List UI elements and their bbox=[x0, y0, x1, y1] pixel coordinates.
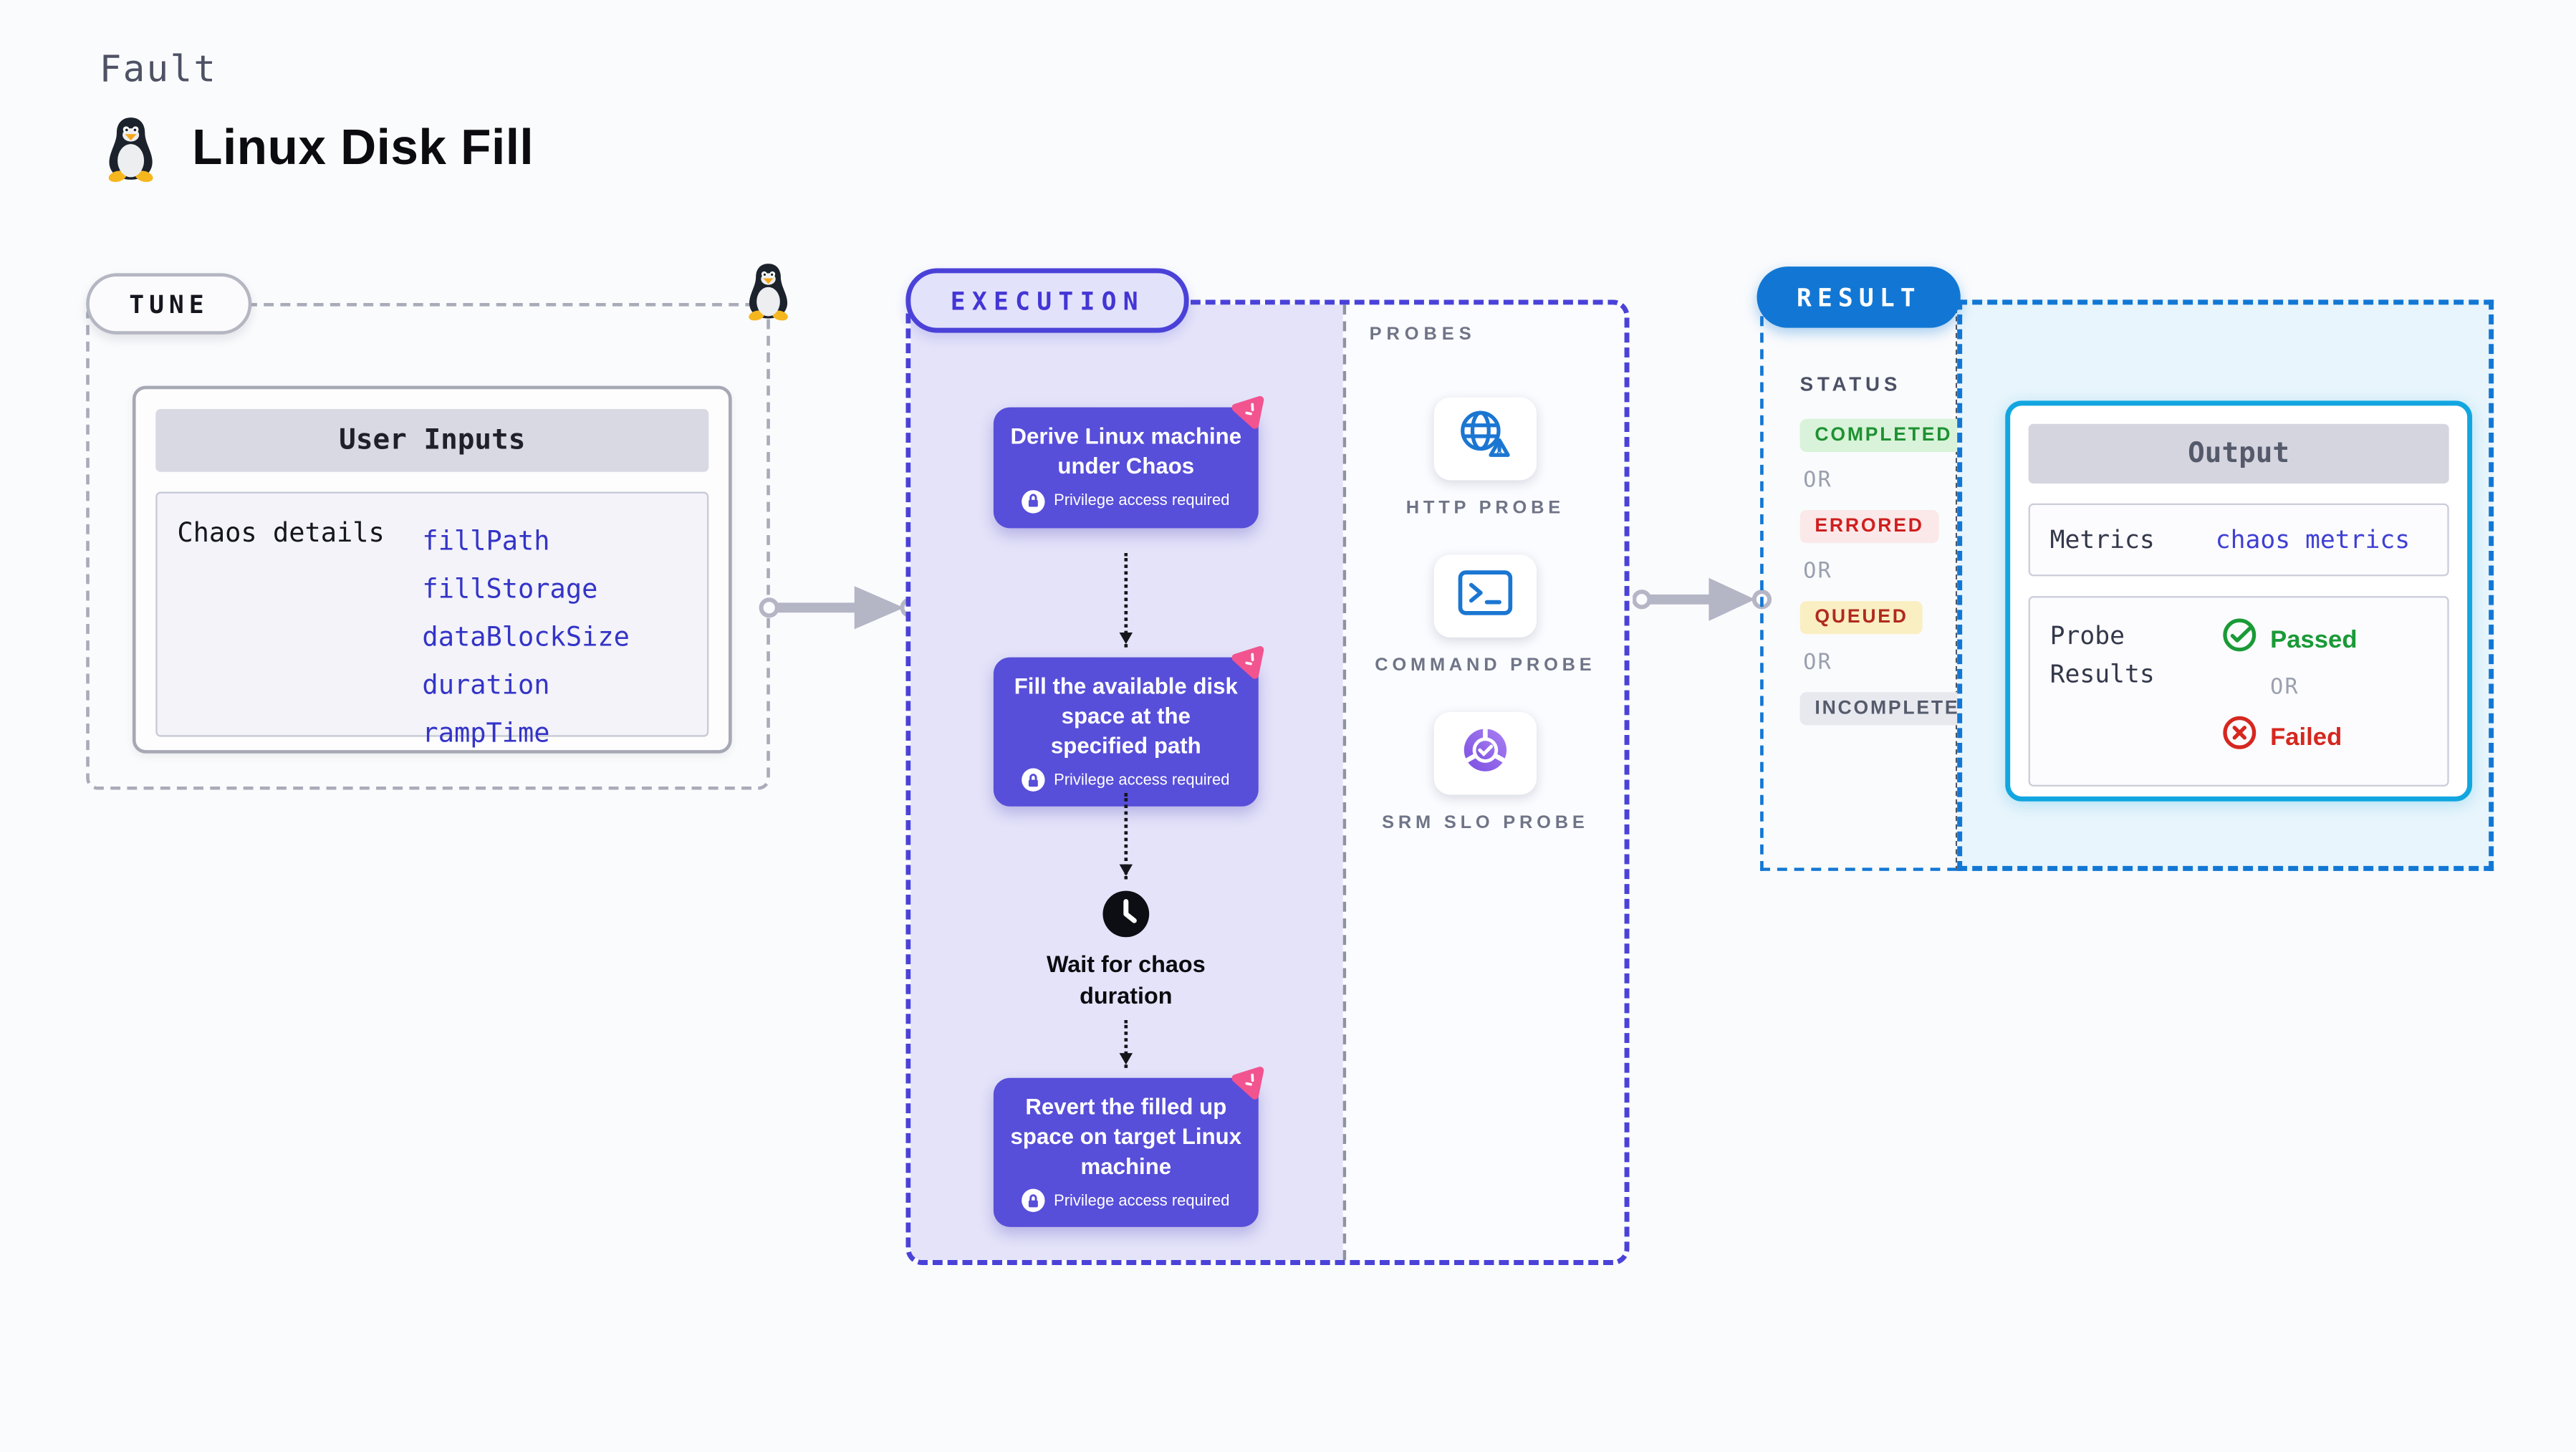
probe-card bbox=[1433, 397, 1537, 481]
step-title: Fill the available disk space at the spe… bbox=[1014, 673, 1238, 758]
user-inputs-card: User Inputs Chaos details fillPath fillS… bbox=[132, 385, 732, 754]
probe-label: SRM SLO PROBE bbox=[1382, 813, 1589, 833]
status-badge-errored: ERRORED bbox=[1799, 509, 1939, 544]
or-label: OR bbox=[1803, 468, 1833, 494]
tune-section: TUNE User Inputs Chaos details fillPath … bbox=[86, 264, 788, 790]
probe-label: HTTP PROBE bbox=[1405, 498, 1565, 519]
step-derive-machine: Derive Linux machine under Chaos Privile… bbox=[993, 395, 1264, 528]
status-box: STATUS COMPLETED OR ERRORED OR QUEUED OR… bbox=[1760, 299, 1991, 871]
status-label: STATUS bbox=[1799, 372, 1902, 396]
metrics-label: Metrics bbox=[2049, 524, 2155, 555]
probe-card bbox=[1433, 712, 1537, 795]
probe-label: COMMAND PROBE bbox=[1375, 655, 1596, 676]
status-badge-completed: COMPLETED bbox=[1799, 418, 1968, 453]
privilege-note: Privilege access required bbox=[1010, 769, 1242, 792]
chaos-scribble-icon bbox=[1231, 639, 1272, 679]
param-duration: duration bbox=[422, 668, 550, 701]
param-list: fillPath fillStorage dataBlockSize durat… bbox=[422, 516, 630, 749]
page-header: Linux Disk Fill bbox=[102, 116, 534, 183]
step-title: Revert the filled up space on target Lin… bbox=[1010, 1094, 1242, 1178]
check-circle-icon bbox=[2222, 617, 2257, 660]
probe-results-values: Passed OR Failed bbox=[2222, 617, 2358, 759]
probes-panel-label: PROBES bbox=[1369, 324, 1476, 345]
probes-panel: PROBES HTT bbox=[1342, 304, 1625, 1261]
execution-section: EXECUTION Derive Linux machine under Cha… bbox=[905, 268, 1630, 1265]
execution-to-result-arrow bbox=[1633, 577, 1772, 621]
output-area: Output Metrics chaos metrics Probe Resul… bbox=[1957, 299, 2494, 871]
probe-results-row: Probe Results Passed OR bbox=[2028, 596, 2449, 787]
chaos-scribble-icon bbox=[1231, 1059, 1272, 1100]
x-circle-icon bbox=[2222, 716, 2257, 759]
user-inputs-header: User Inputs bbox=[155, 408, 709, 472]
step-revert-space: Revert the filled up space on target Lin… bbox=[993, 1067, 1264, 1228]
tune-to-execution-arrow bbox=[759, 586, 920, 630]
or-label: OR bbox=[1803, 559, 1833, 585]
output-header: Output bbox=[2028, 423, 2449, 484]
probe-results-label: Probe Results bbox=[2049, 620, 2155, 688]
result-section: RESULT STATUS COMPLETED OR ERRORED OR QU… bbox=[1756, 266, 2494, 871]
param-datablocksize: dataBlockSize bbox=[422, 620, 630, 653]
execution-badge: EXECUTION bbox=[905, 268, 1190, 333]
lock-icon bbox=[1022, 1189, 1046, 1213]
wait-duration-label: Wait for chaos duration bbox=[1046, 950, 1206, 1009]
param-fillstorage: fillStorage bbox=[422, 572, 598, 605]
status-badge-queued: QUEUED bbox=[1799, 601, 1923, 635]
privilege-note-text: Privilege access required bbox=[1054, 771, 1230, 790]
or-label: OR bbox=[1803, 650, 1833, 676]
terminal-icon bbox=[1453, 564, 1517, 628]
probe-list: HTTP PROBE COMMAND PROBE bbox=[1346, 304, 1624, 838]
user-inputs-body: Chaos details fillPath fillStorage dataB… bbox=[155, 491, 709, 749]
param-fillpath: fillPath bbox=[422, 524, 550, 557]
privilege-note-text: Privilege access required bbox=[1054, 1192, 1230, 1211]
metrics-value-link[interactable]: chaos metrics bbox=[2215, 524, 2411, 555]
globe-warning-icon bbox=[1453, 406, 1517, 471]
passed-item: Passed bbox=[2222, 617, 2358, 660]
privilege-note: Privilege access required bbox=[1010, 489, 1242, 513]
page-title: Linux Disk Fill bbox=[192, 120, 534, 176]
failed-label: Failed bbox=[2270, 722, 2342, 751]
step-title: Derive Linux machine under Chaos bbox=[1010, 423, 1242, 479]
probe-srm-slo: SRM SLO PROBE bbox=[1346, 712, 1624, 838]
chaos-scribble-icon bbox=[1231, 389, 1272, 429]
probe-http: HTTP PROBE bbox=[1346, 397, 1624, 524]
chaos-details-label: Chaos details bbox=[177, 516, 385, 549]
failed-item: Failed bbox=[2222, 716, 2357, 759]
step-fill-disk: Fill the available disk space at the spe… bbox=[993, 645, 1264, 807]
lock-icon bbox=[1022, 489, 1046, 513]
flow-connector bbox=[1119, 1019, 1133, 1068]
lock-icon bbox=[1022, 769, 1046, 792]
metrics-row: Metrics chaos metrics bbox=[2028, 503, 2449, 577]
flow-connector bbox=[1119, 553, 1133, 648]
result-badge: RESULT bbox=[1756, 266, 1961, 328]
param-ramptime: rampTime bbox=[422, 716, 550, 749]
probe-command: COMMAND PROBE bbox=[1346, 554, 1624, 681]
output-card: Output Metrics chaos metrics Probe Resul… bbox=[2005, 400, 2473, 802]
tux-penguin-icon bbox=[744, 261, 793, 321]
clock-icon bbox=[1101, 889, 1150, 938]
privilege-note-text: Privilege access required bbox=[1054, 491, 1230, 511]
fault-kind-label: Fault bbox=[99, 49, 218, 92]
passed-label: Passed bbox=[2270, 625, 2358, 653]
or-label: OR bbox=[2270, 675, 2299, 701]
tune-badge: TUNE bbox=[86, 273, 252, 335]
execution-flow: Derive Linux machine under Chaos Privile… bbox=[910, 304, 1343, 1261]
privilege-note: Privilege access required bbox=[1010, 1189, 1242, 1213]
probe-card bbox=[1433, 554, 1537, 638]
tux-penguin-icon bbox=[102, 116, 159, 183]
slo-pie-check-icon bbox=[1453, 718, 1517, 789]
flow-connector bbox=[1119, 793, 1133, 880]
